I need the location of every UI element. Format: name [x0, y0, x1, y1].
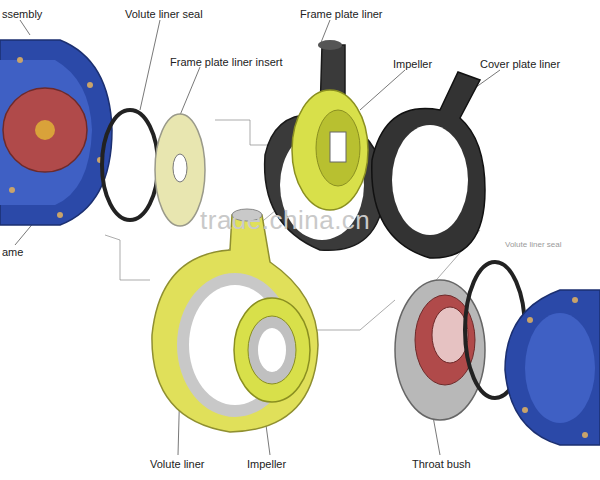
watermark: trade.china.cn	[200, 214, 370, 227]
part-label: Frame plate liner	[300, 8, 383, 21]
part-label: Impeller	[393, 58, 432, 71]
part-label: ssembly	[2, 8, 42, 21]
part-label: Volute liner seal	[505, 238, 561, 251]
part-label: Volute liner	[150, 458, 204, 471]
part-label: Throat bush	[412, 458, 471, 471]
part-label: Volute liner seal	[125, 8, 203, 21]
part-label: Cover plate liner	[480, 58, 560, 71]
part-label: ame	[2, 246, 23, 259]
part-label: Frame plate liner insert	[170, 56, 283, 69]
part-label: Impeller	[247, 458, 286, 471]
